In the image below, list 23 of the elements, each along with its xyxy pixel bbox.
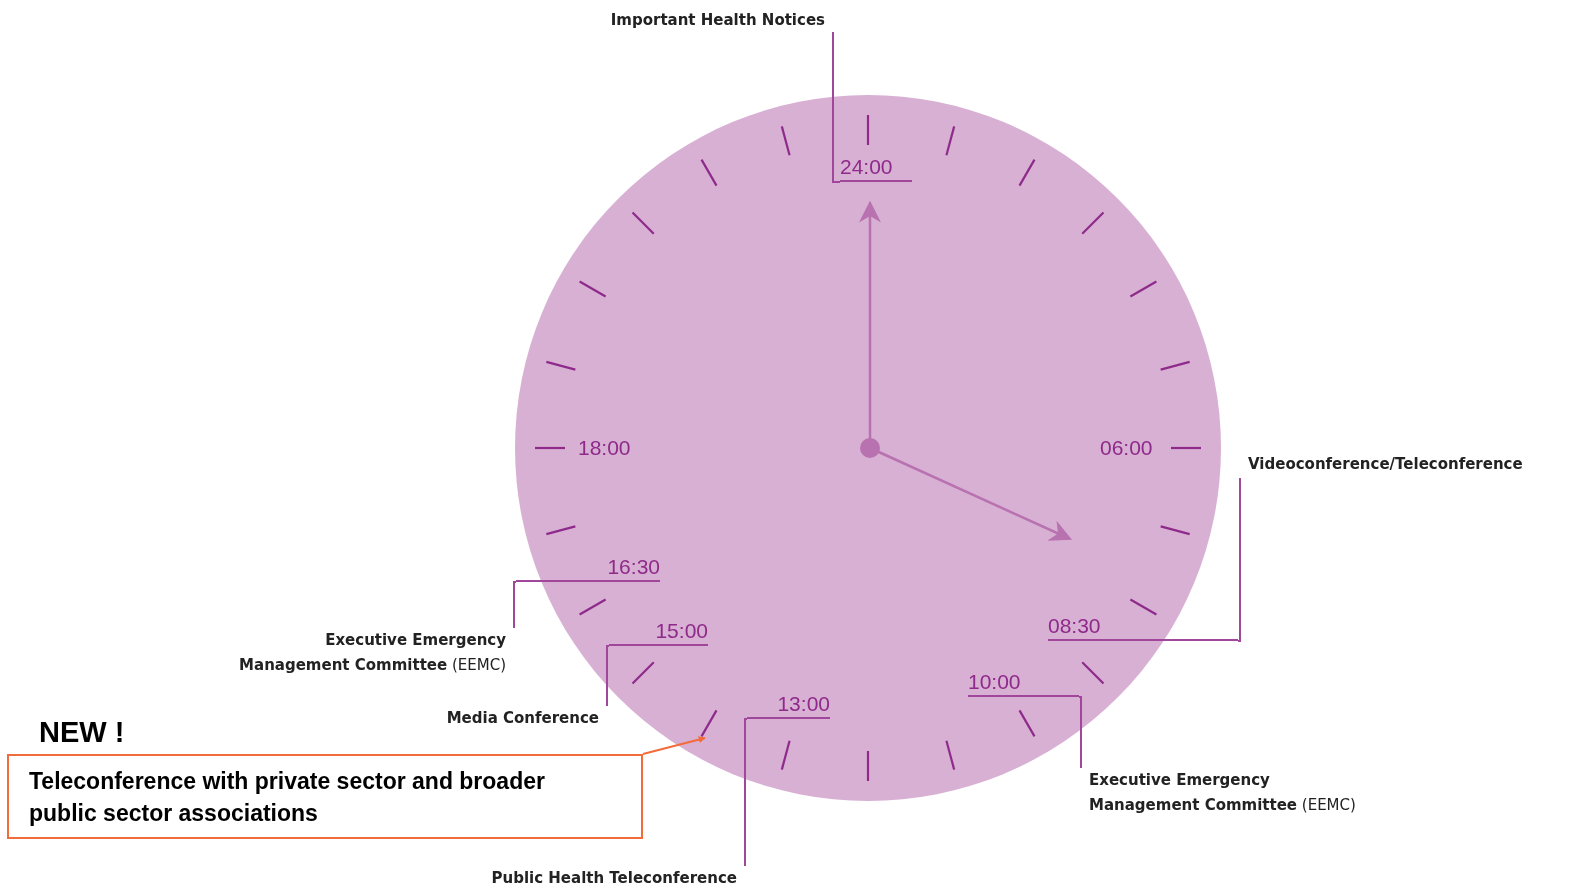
arrow [642,736,706,755]
leader-line [832,31,841,183]
time-label: 10:00 [968,667,1079,697]
leader-line [1078,696,1082,769]
time-label: 16:30 [516,552,660,582]
note-text: Teleconference with private sector and broader public sector associations [29,766,546,828]
leader-line [606,645,610,707]
time-label: 13:00 [747,689,830,719]
time-label: 06:00 [1100,437,1153,458]
event-label: Media Conference [380,706,607,730]
leader-line [744,718,748,867]
time-label: 08:30 [1048,611,1238,641]
event-label: Executive Emergency Management Committee (EEMC) [218,628,514,680]
leader-line [513,581,517,629]
time-label: 24:00 [840,150,912,182]
event-label: Videoconference/Teleconference [1240,452,1572,478]
leader-line [1237,477,1241,642]
time-label: 18:00 [578,437,631,458]
event-label: Important Health Notices [547,8,833,32]
time-label: 15:00 [609,616,708,646]
event-label: Executive Emergency Management Committee (EEMC) [1081,768,1377,818]
note-heading: NEW ! [39,715,125,750]
event-label: Public Health Teleconference [420,866,745,892]
